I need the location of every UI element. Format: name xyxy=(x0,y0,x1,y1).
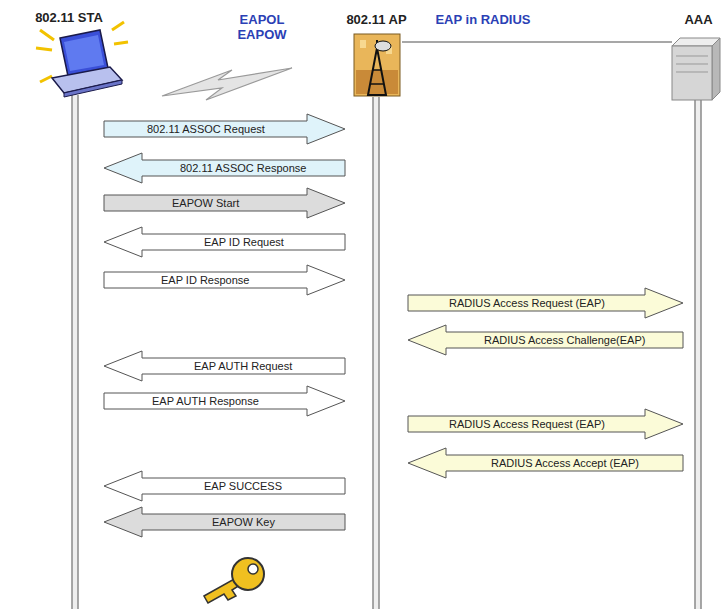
lifeline xyxy=(373,97,379,609)
message-label: EAP ID Response xyxy=(161,274,249,287)
message-label: 802.11 ASSOC Response xyxy=(180,162,306,175)
message-arrow xyxy=(408,409,683,439)
radio-bolt xyxy=(162,68,292,100)
message-label: EAPOW Key xyxy=(212,516,275,529)
message-arrow xyxy=(104,351,345,381)
message-label: RADIUS Access Accept (EAP) xyxy=(491,457,639,470)
participant-name: 802.11 AP xyxy=(346,12,406,27)
message-arrow xyxy=(104,386,345,416)
message-label: EAP SUCCESS xyxy=(204,480,282,493)
message-arrow xyxy=(408,325,683,355)
participant-column: 802.11 STA xyxy=(34,8,104,598)
message-label: EAP AUTH Response xyxy=(152,395,259,408)
participant-column: 802.11 AP xyxy=(345,10,408,600)
participant-name: AAA xyxy=(684,12,712,27)
message-arrow xyxy=(104,153,345,183)
protocol-label: EAPOL EAPOW xyxy=(234,12,290,42)
message-label: EAPOW Start xyxy=(172,197,239,210)
participant-column: AAA xyxy=(683,10,714,600)
message-arrow xyxy=(104,188,345,218)
message-arrow xyxy=(104,114,345,144)
message-arrow xyxy=(408,288,683,318)
protocol-label: EAP in RADIUS xyxy=(423,12,543,27)
laptop-icon xyxy=(36,22,128,97)
message-label: RADIUS Access Challenge(EAP) xyxy=(484,334,645,347)
message-label: RADIUS Access Request (EAP) xyxy=(449,297,605,310)
message-label: 802.11 ASSOC Request xyxy=(147,123,265,136)
message-label: EAP AUTH Request xyxy=(194,360,292,373)
server-icon xyxy=(672,38,720,100)
message-arrow xyxy=(104,471,345,501)
key-icon xyxy=(204,558,264,603)
message-arrow xyxy=(104,227,345,257)
message-label: EAP ID Request xyxy=(204,236,284,249)
message-label: RADIUS Access Request (EAP) xyxy=(449,418,605,431)
network-line xyxy=(402,41,672,43)
tower-icon xyxy=(354,34,400,96)
message-arrow xyxy=(104,265,345,295)
lifeline xyxy=(72,95,78,609)
message-arrow xyxy=(104,507,345,537)
participant-name: 802.11 STA xyxy=(35,10,103,25)
lifeline xyxy=(695,98,701,609)
message-arrow xyxy=(408,448,683,478)
